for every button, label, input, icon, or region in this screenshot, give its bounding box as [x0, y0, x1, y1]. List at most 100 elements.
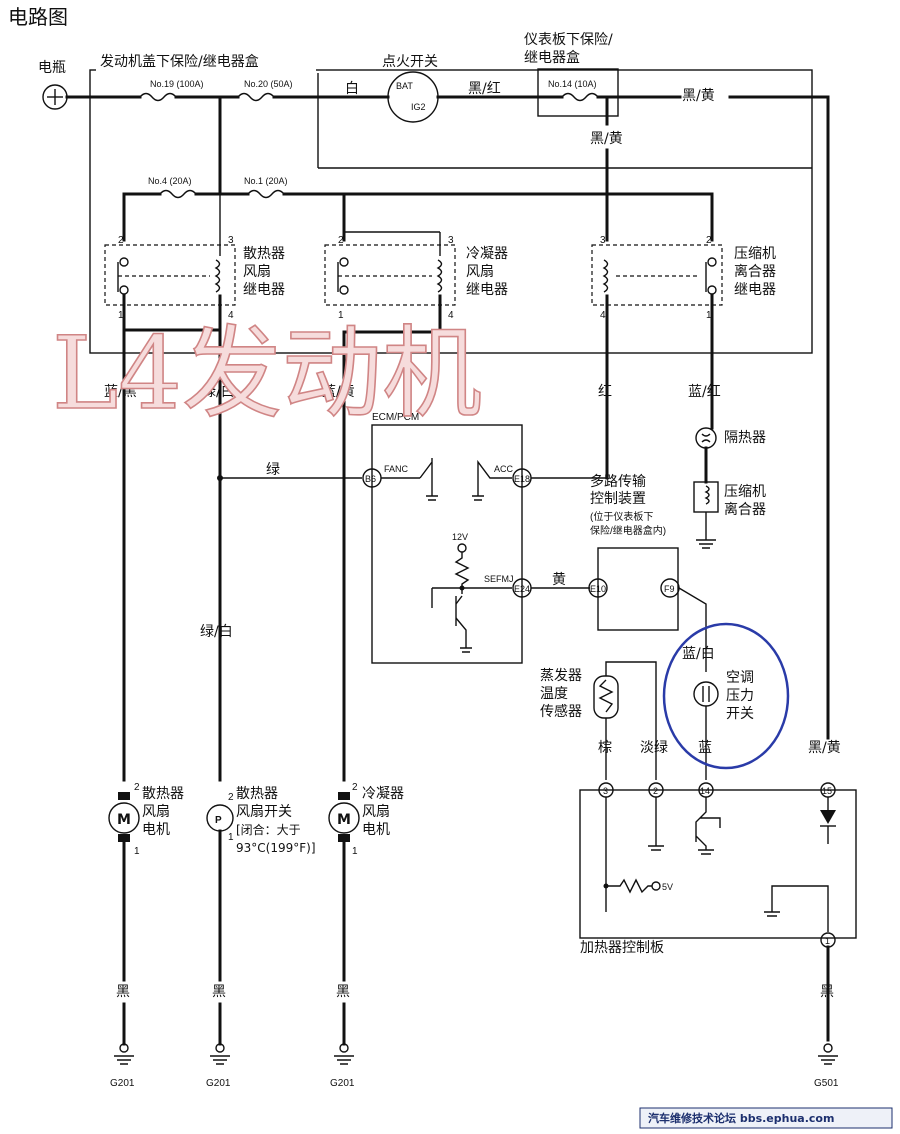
ignition-switch-label: 点火开关 — [382, 54, 438, 70]
svg-text:M: M — [117, 812, 131, 828]
wire-white: 白 — [345, 81, 359, 97]
radiator-switch-label-4: 93°C(199°F)] — [236, 841, 316, 855]
svg-text:4: 4 — [228, 310, 234, 321]
mplcu-label-4: 保险/继电器盒内) — [590, 524, 666, 537]
svg-text:IG2: IG2 — [411, 102, 426, 112]
svg-text:1: 1 — [338, 310, 344, 321]
condenser-motor-label-3: 电机 — [362, 822, 390, 838]
ground-label-3: G201 — [330, 1078, 355, 1089]
clutch-label-2: 离合器 — [724, 501, 766, 518]
svg-text:1: 1 — [706, 310, 712, 321]
svg-text:2: 2 — [134, 782, 140, 793]
ecm-pcm-box — [371, 424, 523, 664]
radiator-fan-switch: P — [206, 804, 234, 832]
battery — [42, 84, 68, 110]
wire-blue-black: 蓝/黑 — [104, 384, 137, 400]
heater-control-panel — [579, 789, 857, 939]
fuse-20 — [237, 92, 275, 102]
wire-green: 绿 — [266, 462, 280, 478]
pressure-switch-label-3: 开关 — [726, 706, 754, 722]
svg-text:B6: B6 — [365, 474, 376, 484]
svg-text:M: M — [337, 812, 351, 828]
svg-text:F9: F9 — [664, 584, 675, 594]
ecm-label: ECM/PCM — [372, 412, 419, 423]
footer-banner — [639, 1107, 893, 1129]
svg-text:14: 14 — [700, 786, 710, 796]
svg-text:1: 1 — [352, 846, 358, 857]
dash-box-label-2: 继电器盒 — [524, 49, 580, 66]
mplcu-label-2: 控制装置 — [590, 491, 646, 507]
radiator-switch-label-2: 风扇开关 — [236, 804, 292, 820]
wire-blue-white: 蓝/白 — [682, 646, 715, 662]
radiator-fan-motor: M — [108, 792, 140, 842]
condenser-fan-relay: 2 3 1 4 — [324, 235, 456, 321]
condenser-fan-motor: M — [328, 792, 360, 842]
fuse-19 — [139, 92, 177, 102]
v5-label: 5V — [662, 882, 673, 892]
radiator-motor-label-2: 风扇 — [142, 804, 170, 820]
radiator-relay-label-3: 继电器 — [243, 282, 285, 298]
compressor-clutch-relay: 3 2 4 1 — [591, 235, 723, 321]
radiator-switch-label-3: [闭合：大于 — [236, 822, 301, 837]
svg-text:P: P — [215, 815, 222, 826]
radiator-relay-label-2: 风扇 — [243, 264, 271, 280]
condenser-relay-label-3: 继电器 — [466, 282, 508, 298]
svg-text:4: 4 — [448, 310, 454, 321]
radiator-fan-relay: 2 3 1 4 — [104, 235, 236, 321]
wire-green-white-upper: 绿/白 — [202, 384, 235, 400]
wire-black-yellow-top: 黑/黄 — [682, 87, 715, 104]
underhood-box — [89, 69, 813, 354]
svg-text:2: 2 — [228, 792, 234, 803]
compressor-clutch-coil — [693, 481, 719, 513]
compressor-relay-label-3: 继电器 — [734, 282, 776, 298]
radiator-switch-label-1: 散热器 — [236, 786, 278, 802]
fuse-1-label: No.1 (20A) — [244, 176, 288, 186]
fanc-label: FANC — [384, 464, 409, 474]
page-title: 电路图 — [8, 5, 68, 29]
radiator-motor-label-1: 散热器 — [142, 786, 184, 802]
wire-light-green: 淡绿 — [640, 740, 668, 756]
wire-blue-yellow: 蓝/黄 — [322, 383, 355, 400]
svg-text:3: 3 — [603, 786, 608, 796]
evap-sensor-label-2: 温度 — [540, 686, 568, 702]
mplcu-box — [597, 547, 679, 631]
wire-blue: 蓝 — [698, 740, 712, 756]
wire-yellow: 黄 — [552, 571, 566, 588]
thermal-protector-label: 隔热器 — [724, 430, 766, 446]
mplcu-label-1: 多路传输 — [590, 473, 646, 490]
wire-brown: 棕 — [598, 740, 612, 756]
fuse-14-label: No.14 (10A) — [548, 79, 597, 89]
svg-text:3: 3 — [448, 235, 454, 246]
svg-text:3: 3 — [600, 235, 606, 246]
connector-e10: E10 — [588, 578, 608, 598]
svg-text:3: 3 — [228, 235, 234, 246]
wire-black-yellow-mid: 黑/黄 — [590, 130, 623, 147]
ground-label-4: G501 — [814, 1078, 839, 1089]
condenser-relay-label-1: 冷凝器 — [466, 246, 508, 262]
connector-1: 1 — [820, 932, 836, 948]
clutch-label-1: 压缩机 — [724, 484, 766, 500]
svg-text:E10: E10 — [590, 584, 606, 594]
wire-black-4: 黑 — [820, 984, 834, 1000]
radiator-motor-label-3: 电机 — [142, 822, 170, 838]
fuse-14 — [561, 92, 599, 102]
svg-text:2: 2 — [706, 235, 712, 246]
mplcu-label-3: (位于仪表板下 — [590, 510, 653, 523]
svg-text:4: 4 — [600, 310, 606, 321]
wire-black-3: 黑 — [336, 984, 350, 1000]
fuse-19-label: No.19 (100A) — [150, 79, 204, 89]
wire-green-white-lower: 绿/白 — [200, 624, 233, 640]
footer-link[interactable]: 汽车维修技术论坛 bbs.ephua.com — [648, 1111, 834, 1125]
underhood-box-label: 发动机盖下保险/继电器盒 — [100, 53, 259, 70]
evap-sensor-label-1: 蒸发器 — [540, 668, 582, 684]
wire-black-1: 黑 — [116, 984, 130, 1000]
svg-text:2: 2 — [653, 786, 658, 796]
fuse-1 — [247, 189, 285, 199]
ground-label-1: G201 — [110, 1078, 135, 1089]
ground-g201-b — [210, 1043, 230, 1065]
connector-f9: F9 — [660, 578, 680, 598]
svg-text:2: 2 — [352, 782, 358, 793]
svg-text:E24: E24 — [514, 584, 530, 594]
svg-text:15: 15 — [822, 786, 832, 796]
ground-g201-a — [114, 1043, 134, 1065]
